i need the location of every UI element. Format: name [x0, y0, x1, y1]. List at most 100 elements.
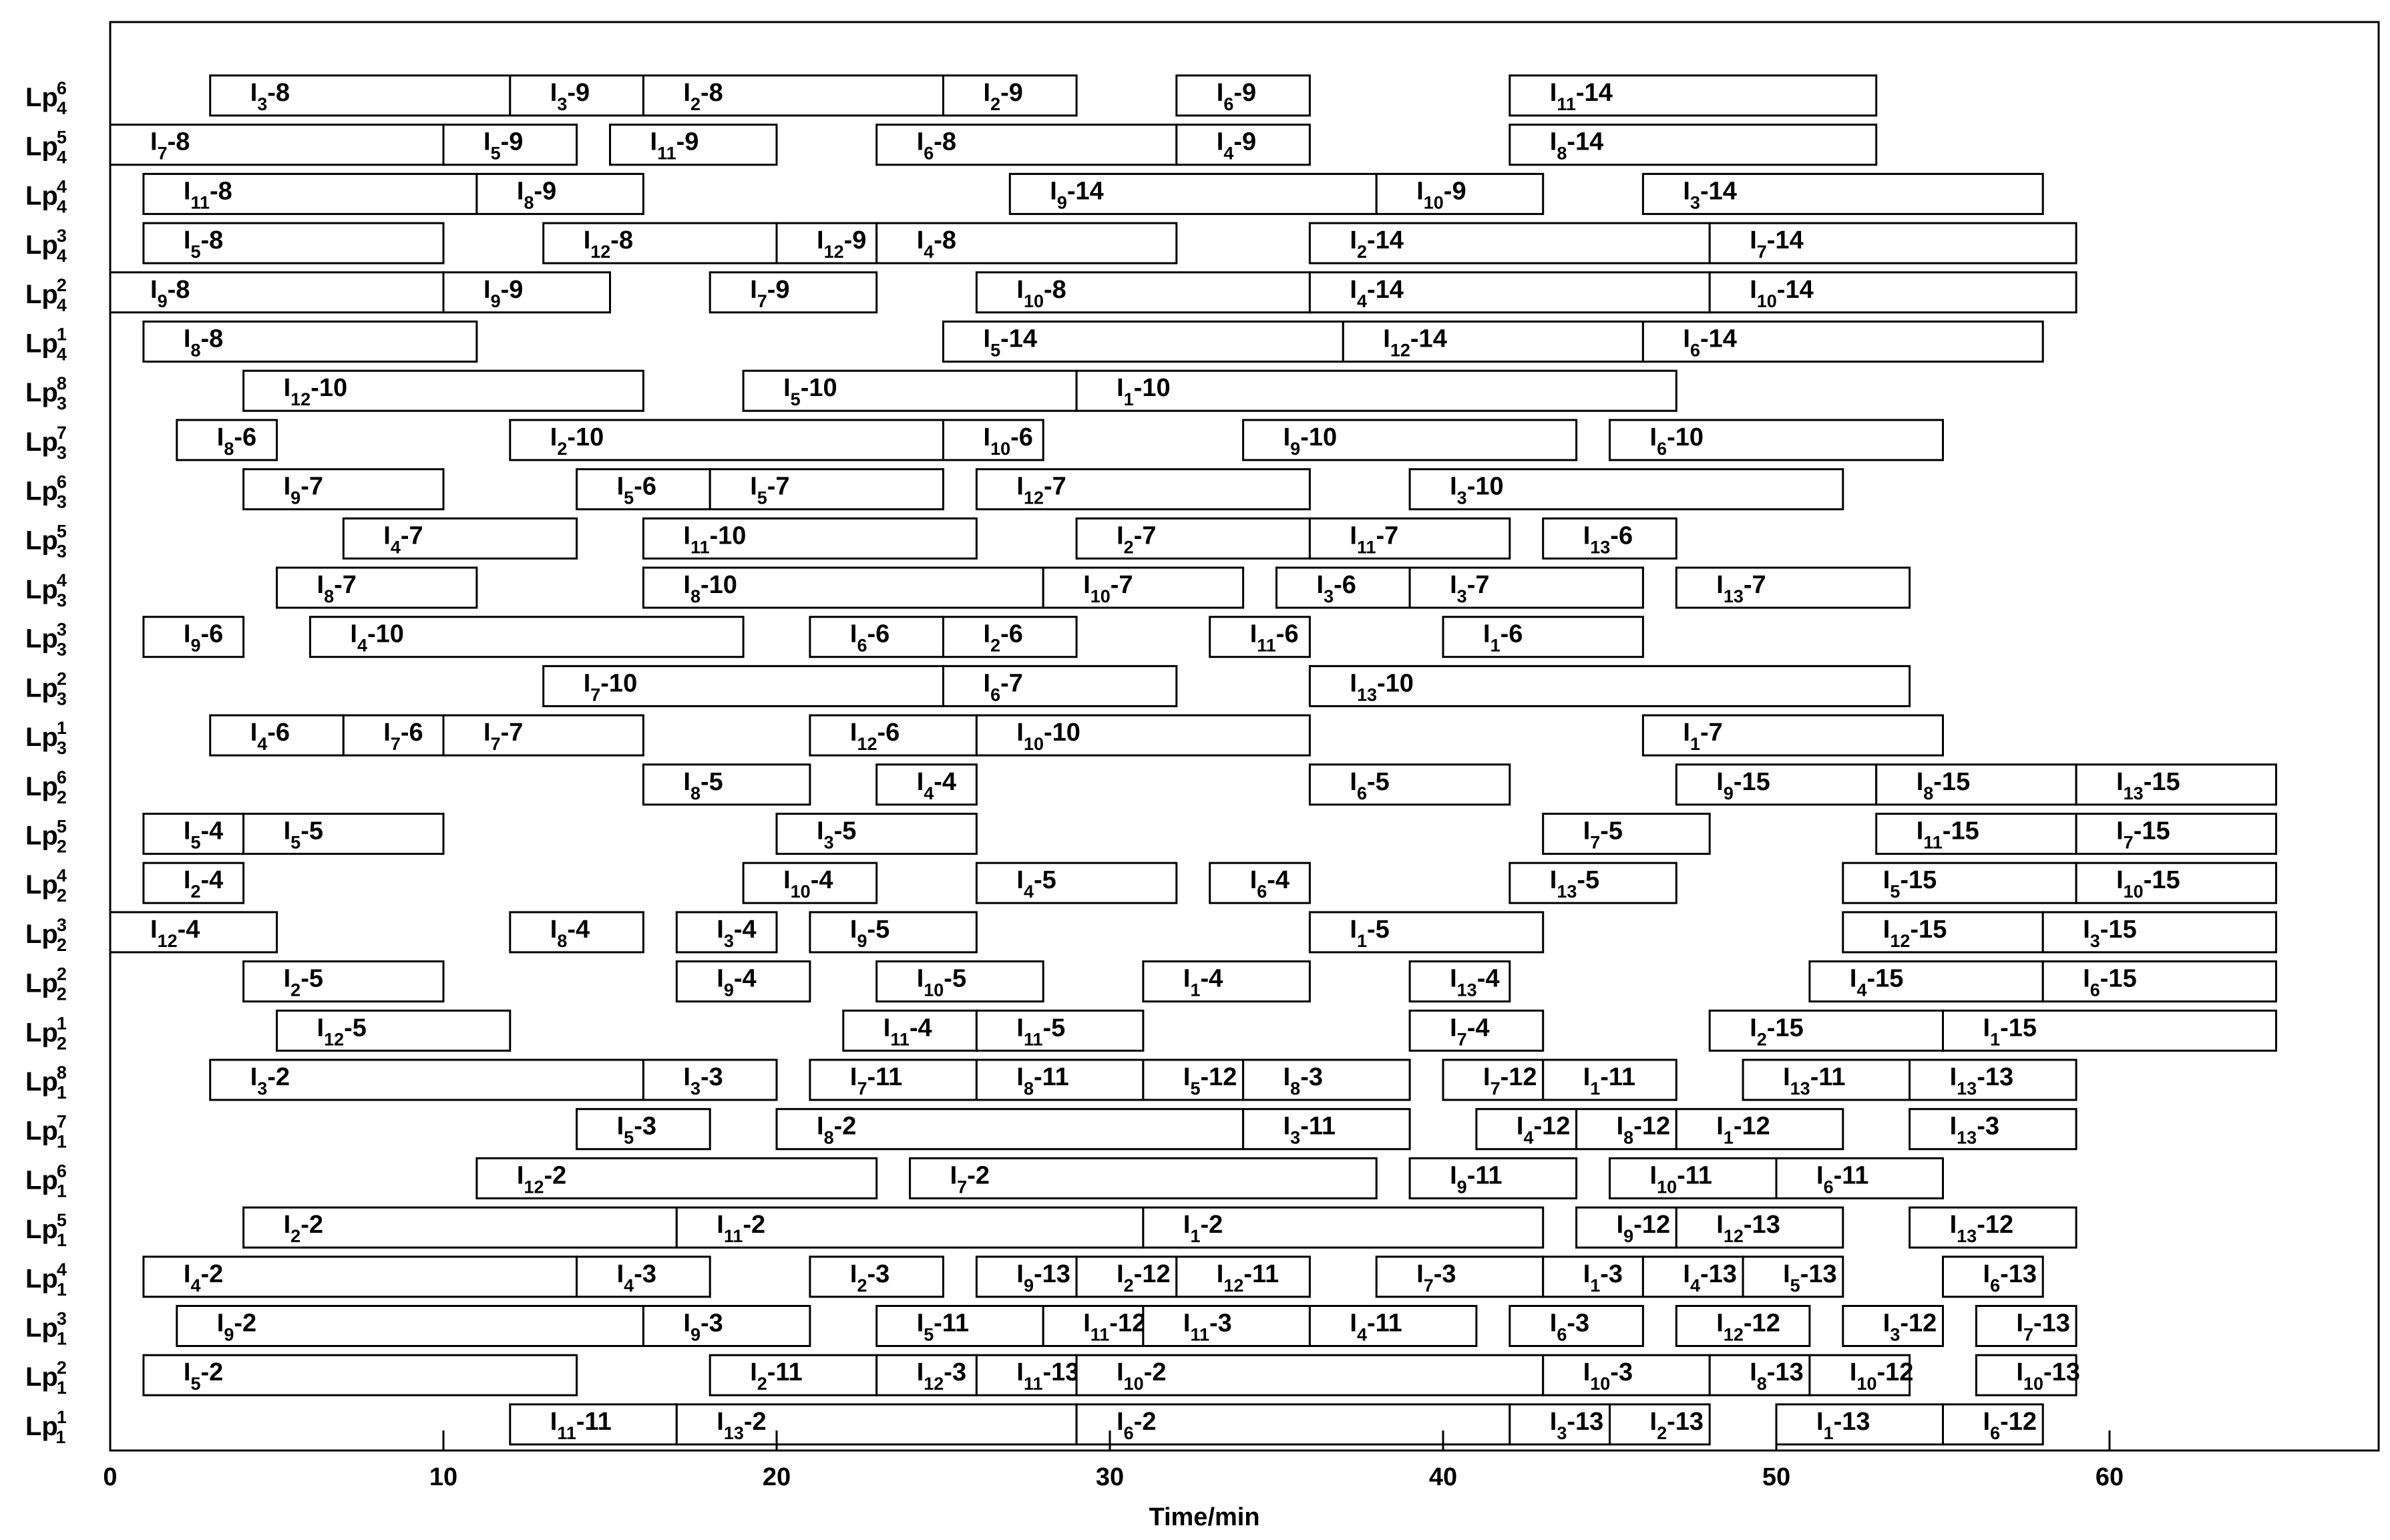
bar-label: I10-15 [2116, 866, 2180, 902]
bar-label-base: I [1117, 374, 1124, 402]
bar-label-base: I [1016, 1358, 1024, 1386]
bar-label-base: I [917, 768, 924, 796]
gantt-bar [1675, 1108, 1844, 1151]
bar-label-op: -4 [934, 768, 956, 796]
bar-label: I3-11 [1283, 1113, 1336, 1148]
bar-label-job: 10 [1124, 1374, 1144, 1394]
bar-label-op: -6 [1334, 571, 1356, 599]
bar-label-job: 4 [624, 1276, 634, 1296]
bar-label: I10-3 [1583, 1358, 1633, 1394]
bar-label-base: I [383, 719, 391, 747]
bar-label-base: I [1450, 965, 1457, 993]
bar-label-op: -14 [1367, 226, 1404, 254]
gantt-bar [442, 271, 611, 314]
bar-label: I4-2 [184, 1260, 223, 1296]
bar-label-op: -7 [1044, 473, 1066, 501]
bar-label-op: -13 [1700, 1260, 1737, 1288]
bar-label-base: I [1450, 473, 1457, 501]
bar-label-base: I [1383, 325, 1390, 353]
bar-label: I3-2 [250, 1063, 290, 1099]
gantt-bar [109, 124, 445, 166]
gantt-bar [1308, 517, 1511, 560]
bar-label: I4-5 [1016, 866, 1056, 902]
bar-label: I11-14 [1550, 79, 1613, 114]
bar-label-job: 13 [1557, 882, 1577, 902]
bar-label: I12-7 [1016, 473, 1066, 508]
y-tick-label-sup: 3 [57, 620, 67, 640]
bar-label-op: -8 [200, 325, 223, 353]
bar-label: I3-4 [717, 916, 756, 951]
bar-label-op: -11 [1600, 1063, 1635, 1091]
x-tick-label: 20 [763, 1463, 791, 1491]
y-tick-label-sup: 8 [57, 1063, 67, 1083]
bar-label: I10-12 [1850, 1358, 1914, 1394]
gantt-bar [109, 271, 445, 314]
gantt-bar [1975, 1305, 2077, 1347]
bar-label-base: I [2116, 866, 2124, 894]
bar-label-job: 11 [1357, 537, 1376, 557]
bar-label-op: -5 [944, 965, 966, 993]
bar-label-job: 3 [824, 833, 834, 853]
bar-label-job: 8 [1290, 1079, 1300, 1099]
bar-label-op: -9 [676, 128, 699, 156]
bar-label: I9-8 [150, 276, 190, 311]
bar-label-job: 8 [190, 341, 200, 361]
bar-label-op: -8 [934, 226, 956, 254]
gantt-bar [642, 1058, 778, 1101]
gantt-bar [1808, 1354, 1911, 1396]
bar-label-job: 9 [857, 931, 867, 951]
bar-label: I13-15 [2116, 768, 2180, 803]
bar-label: I5-4 [184, 817, 223, 853]
bar-label-base: I [184, 177, 191, 205]
bar-label-job: 4 [1223, 144, 1233, 164]
bar-label-op: -3 [1567, 1310, 1589, 1338]
y-tick-label-sup: 2 [57, 964, 67, 984]
y-tick-label-base: Lp [25, 821, 58, 851]
gantt-bar [1375, 1256, 1545, 1298]
bar-label: I4-8 [917, 226, 956, 262]
gantt-bar [1509, 124, 1878, 166]
y-tick-label-base: Lp [25, 969, 58, 998]
bar-label-op: -3 [701, 1063, 723, 1091]
bar-label-op: -7 [1376, 522, 1399, 550]
bar-label-base: I [1217, 1260, 1224, 1288]
bar-label: I11-3 [1183, 1310, 1232, 1345]
bar-label-base: I [1183, 1310, 1191, 1338]
bar-label-base: I [284, 473, 291, 501]
bar-label-op: -14 [1767, 226, 1804, 254]
bar-label: I9-10 [1283, 423, 1338, 459]
bar-label-op: -5 [301, 965, 323, 993]
gantt-bar [1308, 664, 1911, 707]
bar-label: I12-2 [517, 1161, 566, 1197]
gantt-bar [276, 1009, 512, 1052]
bar-label-job: 2 [857, 1276, 867, 1296]
bar-label-base: I [1617, 1211, 1624, 1239]
bar-label-op: -5 [1577, 866, 1599, 894]
x-tick-label: 30 [1096, 1463, 1124, 1491]
bar-label: I6-5 [1350, 768, 1389, 803]
bar-label-job: 5 [190, 833, 200, 853]
gantt-bar [1542, 517, 1677, 560]
bar-label-base: I [750, 1358, 757, 1386]
gantt-bar [1175, 124, 1311, 166]
gantt-bar [942, 419, 1044, 461]
bar-label-base: I [1016, 1063, 1024, 1091]
bar-label-op: -4 [1467, 1014, 1490, 1042]
bar-label: I4-12 [1517, 1113, 1571, 1148]
bar-label-base: I [1550, 866, 1557, 894]
bar-label: I10-14 [1750, 276, 1814, 311]
y-tick-label-sup: 2 [57, 668, 67, 689]
bar-label-job: 7 [757, 291, 767, 311]
bar-label-base: I [184, 226, 191, 254]
bar-label-job: 1 [1724, 1128, 1734, 1148]
gantt-bar [1008, 172, 1378, 215]
gantt-bar [1042, 566, 1245, 609]
bar-label: I4-7 [383, 522, 423, 557]
gantt-bar [942, 321, 1344, 363]
